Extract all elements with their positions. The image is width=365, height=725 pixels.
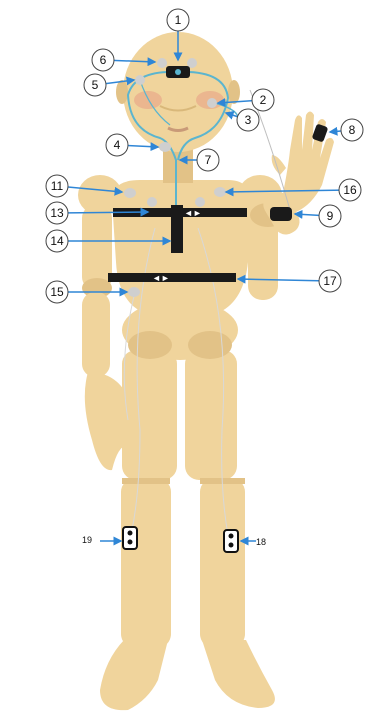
callout-number: 7 xyxy=(205,153,212,167)
callout-number: 11 xyxy=(51,179,64,193)
chest-electrode xyxy=(147,197,157,207)
svg-text:◄►: ◄► xyxy=(152,273,170,283)
callout-arrow xyxy=(57,212,148,213)
callout-number: 3 xyxy=(245,113,252,127)
callout-number: 17 xyxy=(323,274,337,288)
callout-number: 2 xyxy=(260,93,267,107)
leg-electrode xyxy=(123,527,137,549)
callout-number: 9 xyxy=(327,209,334,223)
waist-strap xyxy=(108,273,236,282)
callout-number: 5 xyxy=(92,78,99,92)
callout-number: 13 xyxy=(50,206,64,220)
chest-electrode xyxy=(214,187,226,197)
cheek-electrode xyxy=(207,98,217,108)
chest-electrode xyxy=(195,197,205,207)
temple-electrode xyxy=(135,75,145,85)
callout-number: 15 xyxy=(50,285,64,299)
abdomen-electrode xyxy=(128,287,140,297)
leg-callout-number: 18 xyxy=(256,537,266,547)
callout-number: 16 xyxy=(343,183,357,197)
wrist-sensor xyxy=(270,207,292,221)
callout-number: 14 xyxy=(50,234,64,248)
forehead-electrode xyxy=(157,58,167,68)
callout-number: 4 xyxy=(114,138,121,152)
chest-electrode xyxy=(124,188,136,198)
svg-text:◄►: ◄► xyxy=(184,208,202,218)
leg-electrode xyxy=(224,530,238,552)
callout-number: 6 xyxy=(100,53,107,67)
central-device xyxy=(171,205,183,253)
leg-callout-number: 19 xyxy=(82,535,92,545)
chin-electrode xyxy=(159,142,171,152)
callout-number: 8 xyxy=(349,123,356,137)
callout-number: 1 xyxy=(175,13,182,27)
